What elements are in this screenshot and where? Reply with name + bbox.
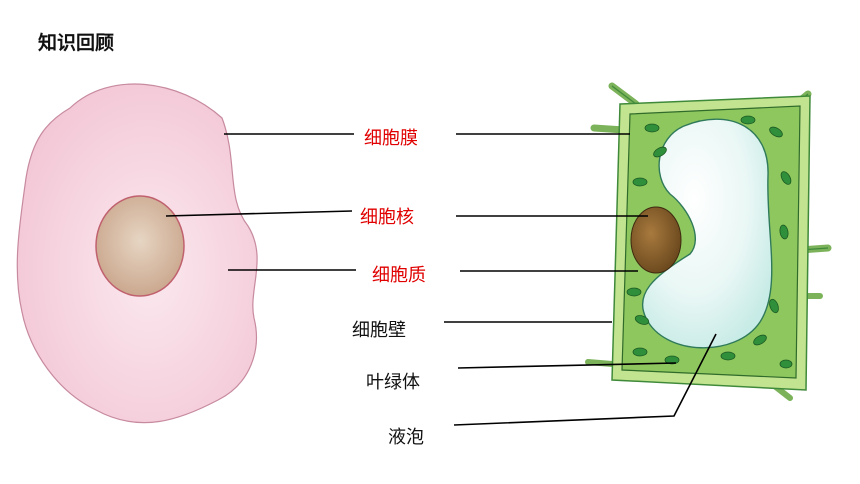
plant-cell-nucleus	[630, 206, 682, 274]
label-nucleus: 细胞核	[360, 207, 414, 228]
animal-cell-nucleus	[95, 195, 185, 297]
leader-line-chloroplast	[457, 362, 677, 369]
leader-lines	[165, 133, 717, 426]
plant-cell	[585, 82, 832, 401]
label-chloroplast: 叶绿体	[366, 372, 420, 393]
label-cell-wall: 细胞壁	[352, 320, 406, 341]
chloroplasts	[626, 115, 793, 369]
animal-cell	[16, 83, 258, 424]
label-vacuole: 液泡	[388, 427, 424, 448]
leader-line-vacuole	[453, 333, 717, 426]
leader-line-nucleus-animal	[165, 210, 353, 217]
label-cytoplasm: 细胞质	[372, 265, 426, 286]
label-membrane: 细胞膜	[364, 128, 418, 149]
page-title: 知识回顾	[38, 32, 115, 54]
plant-cell-vacuole	[641, 118, 773, 349]
